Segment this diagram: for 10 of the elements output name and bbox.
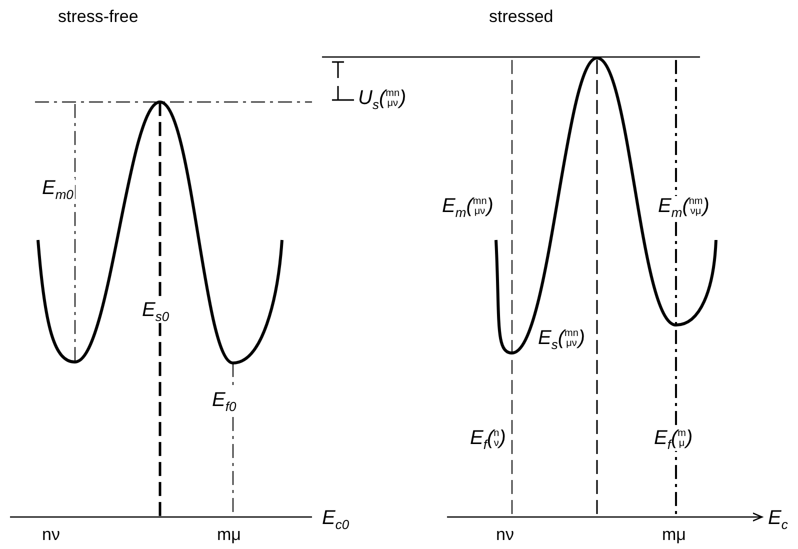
panel-title: stress-free [56,8,140,25]
energy-label: E$_{m}$($^{nm}$$_{νμ}$) [656,196,712,219]
energy-label: E$_{m0}$ [40,178,76,201]
energy-label: E$_{f0}$ [210,390,238,413]
axis-label: E$_{c}$ [766,508,790,531]
energy-label: E$_{s0}$ [140,300,172,323]
energy-label: E$_{m}$($^{mn}$$_{μν}$) [440,196,496,219]
panel-title: stressed [487,8,556,25]
axis-label: E$_{c0}$ [320,508,352,531]
energy-label: E$_{f}$($^{n}$$_{ν}$) [468,428,508,451]
